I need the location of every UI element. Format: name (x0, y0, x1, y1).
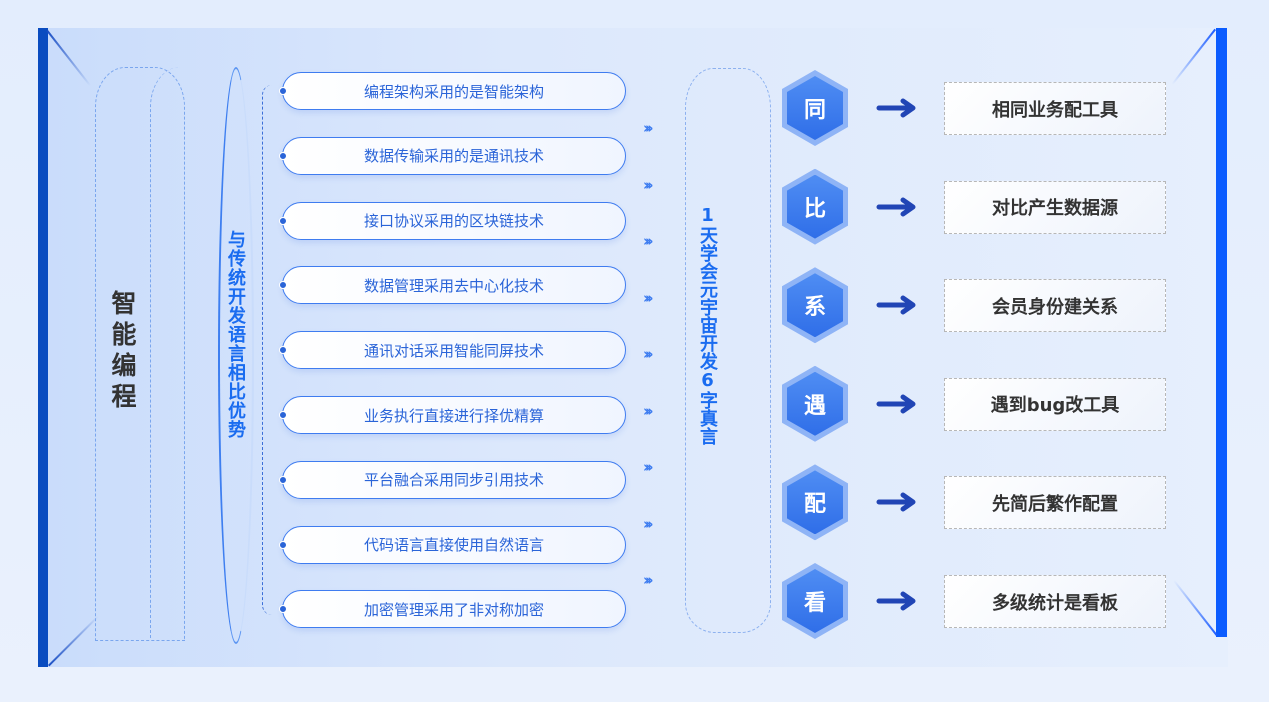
connector-dot (279, 605, 287, 614)
advantage-pill: 数据传输采用的是通讯技术 (279, 136, 626, 175)
connector-dot (279, 216, 287, 225)
mantra-description: 相同业务配工具 (992, 99, 1118, 121)
mantra-description-box: 先简后繁作配置 (944, 476, 1166, 530)
advantage-label: 通讯对话采用智能同屏技术 (363, 341, 544, 360)
hexagon-badge: 看 (782, 563, 848, 639)
compare-ellipse (218, 67, 254, 644)
hexagon-char: 配 (787, 470, 843, 535)
advantage-label: 平台融合采用同步引用技术 (363, 471, 544, 490)
advantage-label: 业务执行直接进行择优精算 (363, 406, 544, 425)
left-accent-bar (38, 28, 48, 667)
connector-dot (279, 281, 287, 290)
advantage-pill: 接口协议采用的区块链技术 (279, 201, 626, 240)
advantage-label: 编程架构采用的是智能架构 (363, 82, 544, 101)
hexagon-char: 遇 (787, 371, 843, 436)
arrow-right-icon (876, 492, 916, 512)
left-arch-inner-outline (150, 67, 184, 639)
advantage-pill: 通讯对话采用智能同屏技术 (279, 331, 626, 370)
connector-dot (279, 151, 287, 160)
advantage-label: 接口协议采用的区块链技术 (363, 212, 544, 231)
chevron-right-icon: ››› (643, 119, 653, 137)
left-arch-outline (95, 67, 185, 641)
hexagon-char: 同 (787, 76, 843, 140)
connector-dot (279, 346, 287, 355)
advantage-pill: 代码语言直接使用自然语言 (279, 525, 626, 564)
arrow-right-icon (876, 591, 916, 611)
mantra-description-box: 遇到bug改工具 (944, 377, 1166, 431)
compare-title: 与传统开发语言相比优势 (225, 230, 246, 439)
mantra-description: 对比产生数据源 (992, 198, 1118, 220)
hexagon-badge: 比 (782, 168, 848, 245)
chevron-right-icon: ››› (643, 175, 653, 194)
arrow-right-icon (876, 295, 916, 315)
hexagon-char: 看 (787, 569, 843, 633)
connector-dot (279, 411, 287, 419)
right-accent-bar (1216, 28, 1227, 637)
mantra-title: 1天学会元宇宙开发6字真言 (697, 205, 718, 445)
mantra-description-box: 相同业务配工具 (944, 82, 1166, 135)
hexagon-char: 系 (787, 273, 843, 338)
chevron-right-icon: ››› (643, 288, 653, 307)
advantage-label: 数据管理采用去中心化技术 (363, 276, 544, 295)
chevron-right-icon: ››› (643, 401, 653, 420)
mantra-arch-outline (685, 68, 771, 633)
advantage-pill: 加密管理采用了非对称加密 (279, 590, 626, 629)
advantage-pill: 编程架构采用的是智能架构 (279, 72, 626, 110)
mantra-description: 遇到bug改工具 (990, 395, 1120, 417)
advantage-label: 代码语言直接使用自然语言 (363, 536, 544, 555)
advantage-label: 加密管理采用了非对称加密 (363, 600, 544, 619)
left-title: 智能编程 (108, 290, 137, 414)
hexagon-char: 比 (787, 174, 843, 239)
arrow-right-icon (876, 98, 916, 118)
advantage-pill: 业务执行直接进行择优精算 (279, 396, 626, 434)
arrow-right-icon (876, 394, 916, 414)
chevron-right-icon: ››› (643, 458, 653, 476)
mantra-description-box: 多级统计是看板 (944, 575, 1166, 628)
chevron-right-icon: ››› (643, 232, 653, 250)
mantra-description: 先简后繁作配置 (992, 493, 1118, 515)
mantra-description-box: 会员身份建关系 (944, 279, 1166, 333)
advantage-pill: 数据管理采用去中心化技术 (279, 266, 626, 305)
chevron-right-icon: ››› (643, 514, 653, 533)
arrow-right-icon (876, 197, 916, 217)
connector-dot (279, 87, 287, 95)
chevron-right-icon: ››› (643, 571, 653, 589)
chevron-right-icon: ››› (643, 345, 653, 363)
hexagon-badge: 同 (782, 70, 848, 146)
mantra-description: 多级统计是看板 (992, 592, 1118, 614)
mantra-description: 会员身份建关系 (992, 296, 1118, 318)
brace-connector (262, 85, 277, 615)
mantra-description-box: 对比产生数据源 (944, 180, 1166, 234)
connector-dot (279, 475, 287, 484)
advantage-pill: 平台融合采用同步引用技术 (279, 460, 626, 499)
advantage-label: 数据传输采用的是通讯技术 (363, 147, 544, 166)
connector-dot (279, 540, 287, 549)
